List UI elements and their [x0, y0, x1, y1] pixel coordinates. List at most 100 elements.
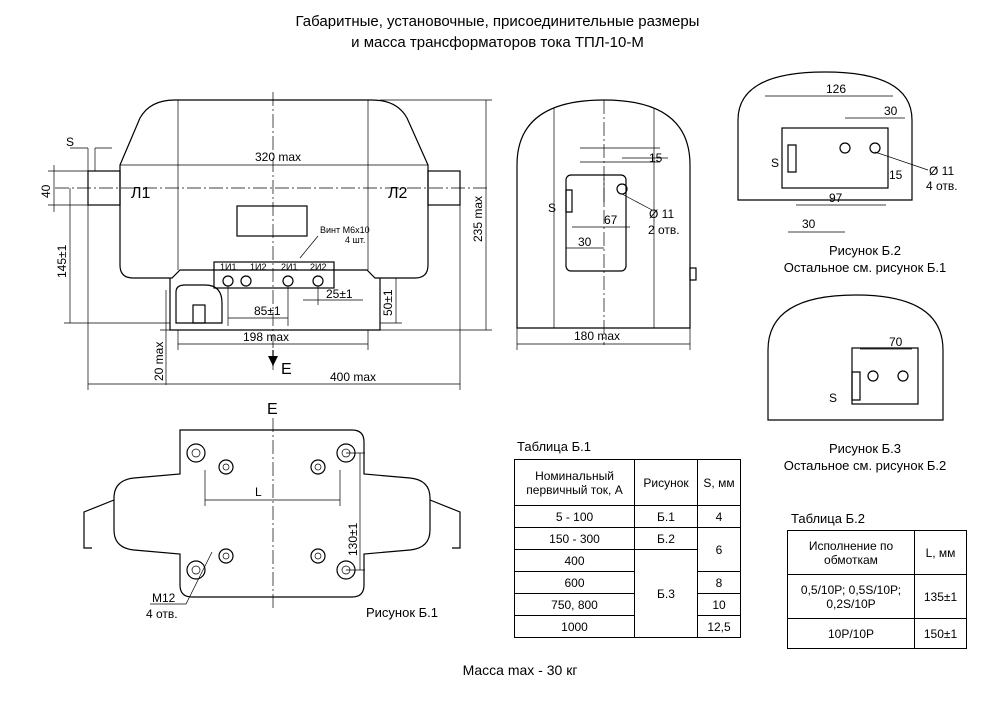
- hatched-clamp: [175, 284, 223, 324]
- dim-235: 235 max: [471, 196, 485, 242]
- side-view-s-plate: [565, 189, 573, 213]
- table-b2-header-l: L, мм: [914, 530, 967, 575]
- thread-leader: [150, 551, 213, 605]
- terminal-l2: Л2: [388, 185, 408, 202]
- table-b2-cell: 135±1: [914, 574, 967, 619]
- fig-b2-caption-1: Рисунок Б.2: [828, 243, 901, 258]
- bottom-view-body: [113, 429, 431, 598]
- dim-30-side: 30: [578, 235, 592, 249]
- dim-l: L: [255, 485, 262, 499]
- dim-40-line: [48, 165, 88, 212]
- table-b2-cell: 150±1: [914, 618, 967, 649]
- side-hole-dia: Ø 11: [649, 207, 674, 221]
- table-b2-cell: 0,5/10Р; 0,5S/10Р; 0,2S/10Р: [787, 574, 915, 619]
- terminal-label-3: 2И1: [281, 262, 297, 272]
- terminal-screw-3: [282, 275, 294, 287]
- dim-235-line: [380, 99, 492, 331]
- table-b1-cell: Б.2: [634, 527, 698, 550]
- dim-40: 40: [39, 184, 53, 198]
- fig-b3-caption-2: Остальное см. рисунок Б.2: [783, 458, 947, 473]
- view-letter-bottom: E: [267, 401, 278, 418]
- fig-b2-caption-2: Остальное см. рисунок Б.1: [783, 260, 947, 275]
- thread-count: 4 отв.: [146, 607, 178, 621]
- table-b1-cell: 600: [514, 571, 635, 594]
- dim-145-line: [64, 188, 170, 324]
- fig-b3-body: [767, 294, 944, 421]
- fig-b3-s-plate: [851, 371, 861, 401]
- bottom-view-bus-ends: [83, 499, 461, 549]
- dim-50: 50±1: [381, 289, 395, 316]
- table-b1-cell: 1000: [514, 615, 635, 638]
- dim-400: 400 max: [330, 370, 376, 384]
- fig-b1-caption: Рисунок Б.1: [365, 605, 438, 620]
- terminal-label-2: 1И2: [250, 262, 266, 272]
- table-b1-cell: Б.3: [634, 549, 698, 638]
- table-b2: Исполнение по обмоткам L, мм 0,5/10Р; 0,…: [787, 530, 967, 649]
- title-line-2: и масса трансформаторов тока ТПЛ-10-М: [351, 34, 644, 51]
- fig-b2-s: S: [771, 156, 779, 170]
- nameplate: [236, 205, 308, 237]
- mounting-hole-inner: [314, 552, 322, 560]
- table-b2-header-version: Исполнение по обмоткам: [787, 530, 915, 575]
- side-view-bus: [565, 174, 627, 272]
- table-b1-cell: 5 - 100: [514, 505, 635, 528]
- table-b1-header-current: Номинальный первичный ток, А: [514, 459, 635, 506]
- dim-400-line: [87, 205, 461, 390]
- view-letter-front: E: [281, 361, 292, 378]
- dim-85-line: [227, 286, 289, 326]
- dim-30-bottom: 30: [802, 217, 816, 231]
- mounting-hole: [218, 459, 234, 475]
- dim-l-line: [204, 470, 341, 506]
- dim-180-line: [516, 328, 691, 350]
- dim-30-top: 30: [884, 104, 898, 118]
- dim-145: 145±1: [55, 244, 69, 278]
- fig-b2-hole-1: [839, 142, 851, 154]
- side-hole-count: 2 отв.: [648, 223, 680, 237]
- front-view: 1И1 1И2 2И1 2И2 S 320 max 40 145±1 235 m…: [39, 92, 492, 390]
- dim-15-side: 15: [649, 151, 663, 165]
- fig-b2-hole-leader: [874, 151, 929, 171]
- terminal-screw-1: [222, 275, 234, 287]
- terminal-screw-4: [312, 275, 324, 287]
- s-ext-lines: [87, 148, 96, 171]
- fig-b2-s-plate: [787, 144, 797, 173]
- fig-b3-hole-2: [897, 370, 909, 382]
- terminal-label-4: 2И2: [310, 262, 326, 272]
- mounting-hole: [310, 548, 326, 564]
- dim-320: 320 max: [255, 150, 301, 164]
- view-arrow-head: [268, 356, 278, 366]
- fig-b3-s: S: [829, 391, 837, 405]
- fig-b2-caption: Рисунок Б.2 Остальное см. рисунок Б.1: [760, 242, 970, 276]
- dim-180: 180 max: [574, 329, 620, 343]
- dim-25-line: [303, 286, 363, 305]
- dim-97: 97: [829, 191, 843, 205]
- table-b1-cell: 750, 800: [514, 593, 635, 616]
- table-b1-cell: 6: [697, 527, 741, 572]
- fig-b3-caption-1: Рисунок Б.3: [828, 441, 901, 456]
- table-b1-header-s: S, мм: [697, 459, 741, 506]
- side-view-top-marks: [580, 147, 660, 205]
- dim-25: 25±1: [326, 287, 353, 301]
- table-b1-cell: 4: [697, 505, 741, 528]
- mounting-hole-inner: [222, 463, 230, 471]
- mounting-hole: [186, 560, 206, 580]
- dim-s-front: S: [66, 135, 74, 149]
- screw-note-2: 4 шт.: [345, 235, 365, 245]
- fig-b2-hole-count: 4 отв.: [926, 179, 958, 193]
- fig-b2-bus: [781, 127, 889, 189]
- table-b1-caption: Таблица Б.1: [517, 439, 591, 454]
- mounting-hole-inner: [222, 552, 230, 560]
- side-view-hole-leader: [621, 193, 653, 211]
- fig-b2-body: [737, 71, 913, 201]
- dim-s-side: S: [548, 201, 556, 215]
- dim-85: 85±1: [254, 304, 281, 318]
- dim-67: 67: [604, 213, 618, 227]
- side-view-nub: [689, 267, 697, 281]
- table-b1-cell: 8: [697, 571, 741, 594]
- table-b1-cell: Б.1: [634, 505, 698, 528]
- fig-b2-hole-dia: Ø 11: [929, 164, 954, 178]
- dim-130-line: [346, 452, 365, 571]
- front-view-body: [119, 99, 429, 279]
- fig-b2: 126 30 Ø 11 4 отв. 15 S 97 30: [737, 71, 958, 233]
